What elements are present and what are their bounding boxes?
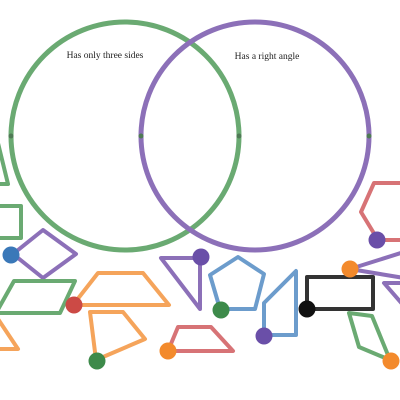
venn-label-right: Has a right angle [235, 52, 300, 62]
drag-handle[interactable] [255, 327, 273, 345]
drag-handle[interactable] [88, 352, 106, 370]
drag-handle[interactable] [192, 248, 210, 266]
drag-handle[interactable] [341, 260, 359, 278]
shape-green-parallelogram[interactable] [0, 279, 77, 315]
circle-edge-marker [366, 133, 372, 139]
shape-green-triangle-left-edge[interactable] [0, 135, 10, 186]
shape-orange-trapezoid[interactable] [65, 271, 171, 314]
shape-green-kite[interactable] [347, 311, 400, 370]
shape-purple-right-triangle[interactable] [159, 248, 210, 311]
drag-handle[interactable] [2, 246, 20, 264]
drag-handle[interactable] [212, 301, 230, 319]
shape-purple-partial-right-edge[interactable] [382, 281, 400, 306]
drag-handle[interactable] [159, 342, 177, 360]
shape-orange-quadrilateral[interactable] [88, 310, 147, 370]
shape-orange-triangle-left-edge[interactable] [0, 316, 20, 351]
venn-label-left: Has only three sides [67, 51, 144, 61]
shape-purple-rhombus[interactable] [2, 228, 78, 280]
circle-edge-marker [138, 133, 144, 139]
circle-edge-marker [236, 133, 242, 139]
circle-edge-marker [8, 133, 14, 139]
shape-black-rectangle[interactable] [298, 275, 375, 318]
shape-red-trapezoid[interactable] [159, 325, 235, 360]
drag-handle[interactable] [298, 300, 316, 318]
shape-purple-triangle-right-edge[interactable] [341, 251, 400, 280]
drag-handle[interactable] [368, 231, 386, 249]
shape-blue-pentagon[interactable] [208, 255, 266, 319]
drag-handle[interactable] [65, 296, 83, 314]
shape-blue-quadrilateral[interactable] [255, 269, 298, 345]
shape-red-hexagon[interactable] [359, 181, 400, 249]
shape-green-rectangle-left-edge[interactable] [0, 204, 23, 240]
drag-handle[interactable] [382, 352, 400, 370]
